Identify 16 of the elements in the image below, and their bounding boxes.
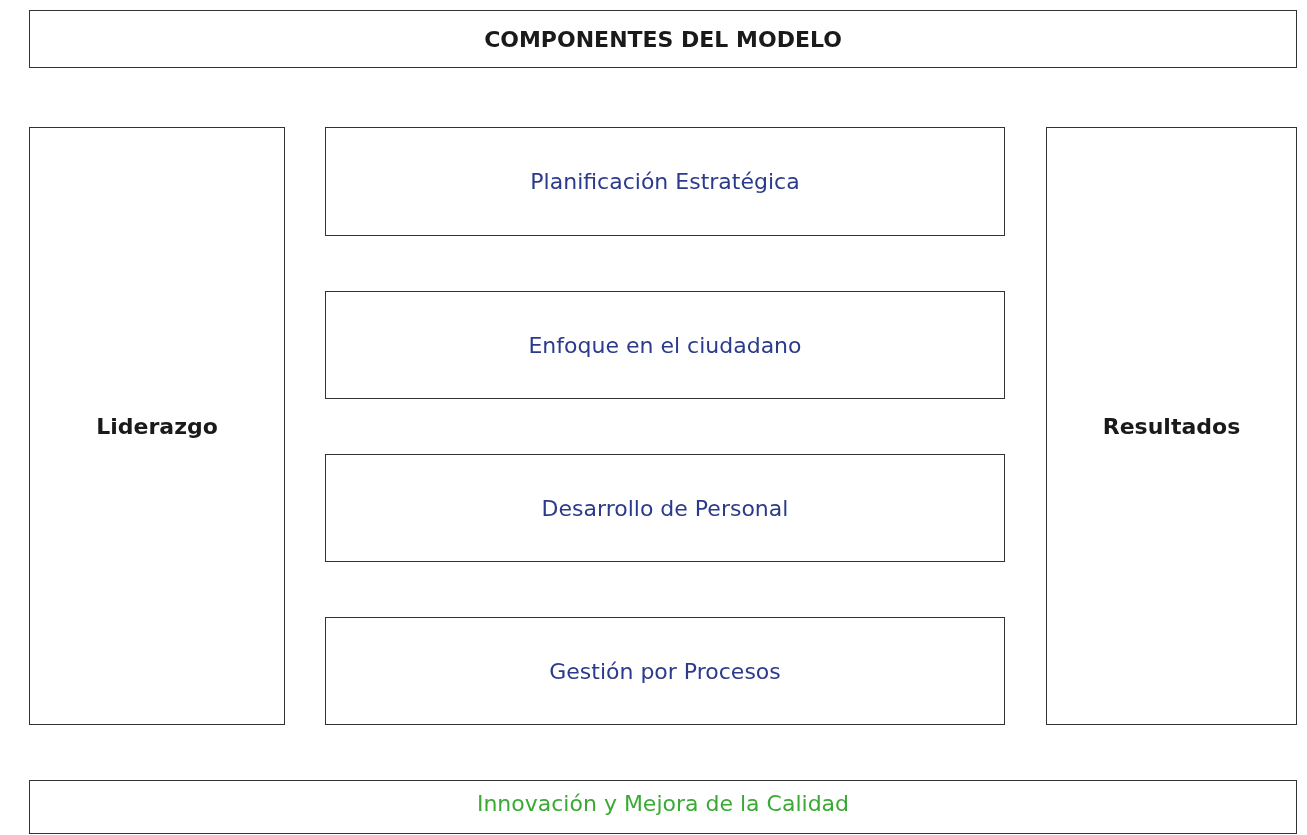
component-label: Enfoque en el ciudadano [528, 332, 802, 358]
component-label: Desarrollo de Personal [541, 495, 789, 521]
component-label: Innovación y Mejora de la Calidad [476, 791, 850, 816]
component-box [325, 291, 1005, 399]
component-label: Liderazgo [96, 413, 218, 439]
component-label: Planificación Estratégica [530, 169, 800, 194]
component-box [29, 127, 285, 725]
component-label: Resultados [1102, 413, 1241, 439]
heading: COMPONENTES DEL MODELO [484, 26, 842, 52]
component-box [1046, 127, 1297, 725]
component-box [325, 127, 1005, 236]
component-box [29, 10, 1297, 68]
component-box [325, 454, 1005, 562]
component-label: Gestión por Procesos [549, 658, 781, 684]
component-box [29, 780, 1297, 834]
component-box [325, 617, 1005, 725]
